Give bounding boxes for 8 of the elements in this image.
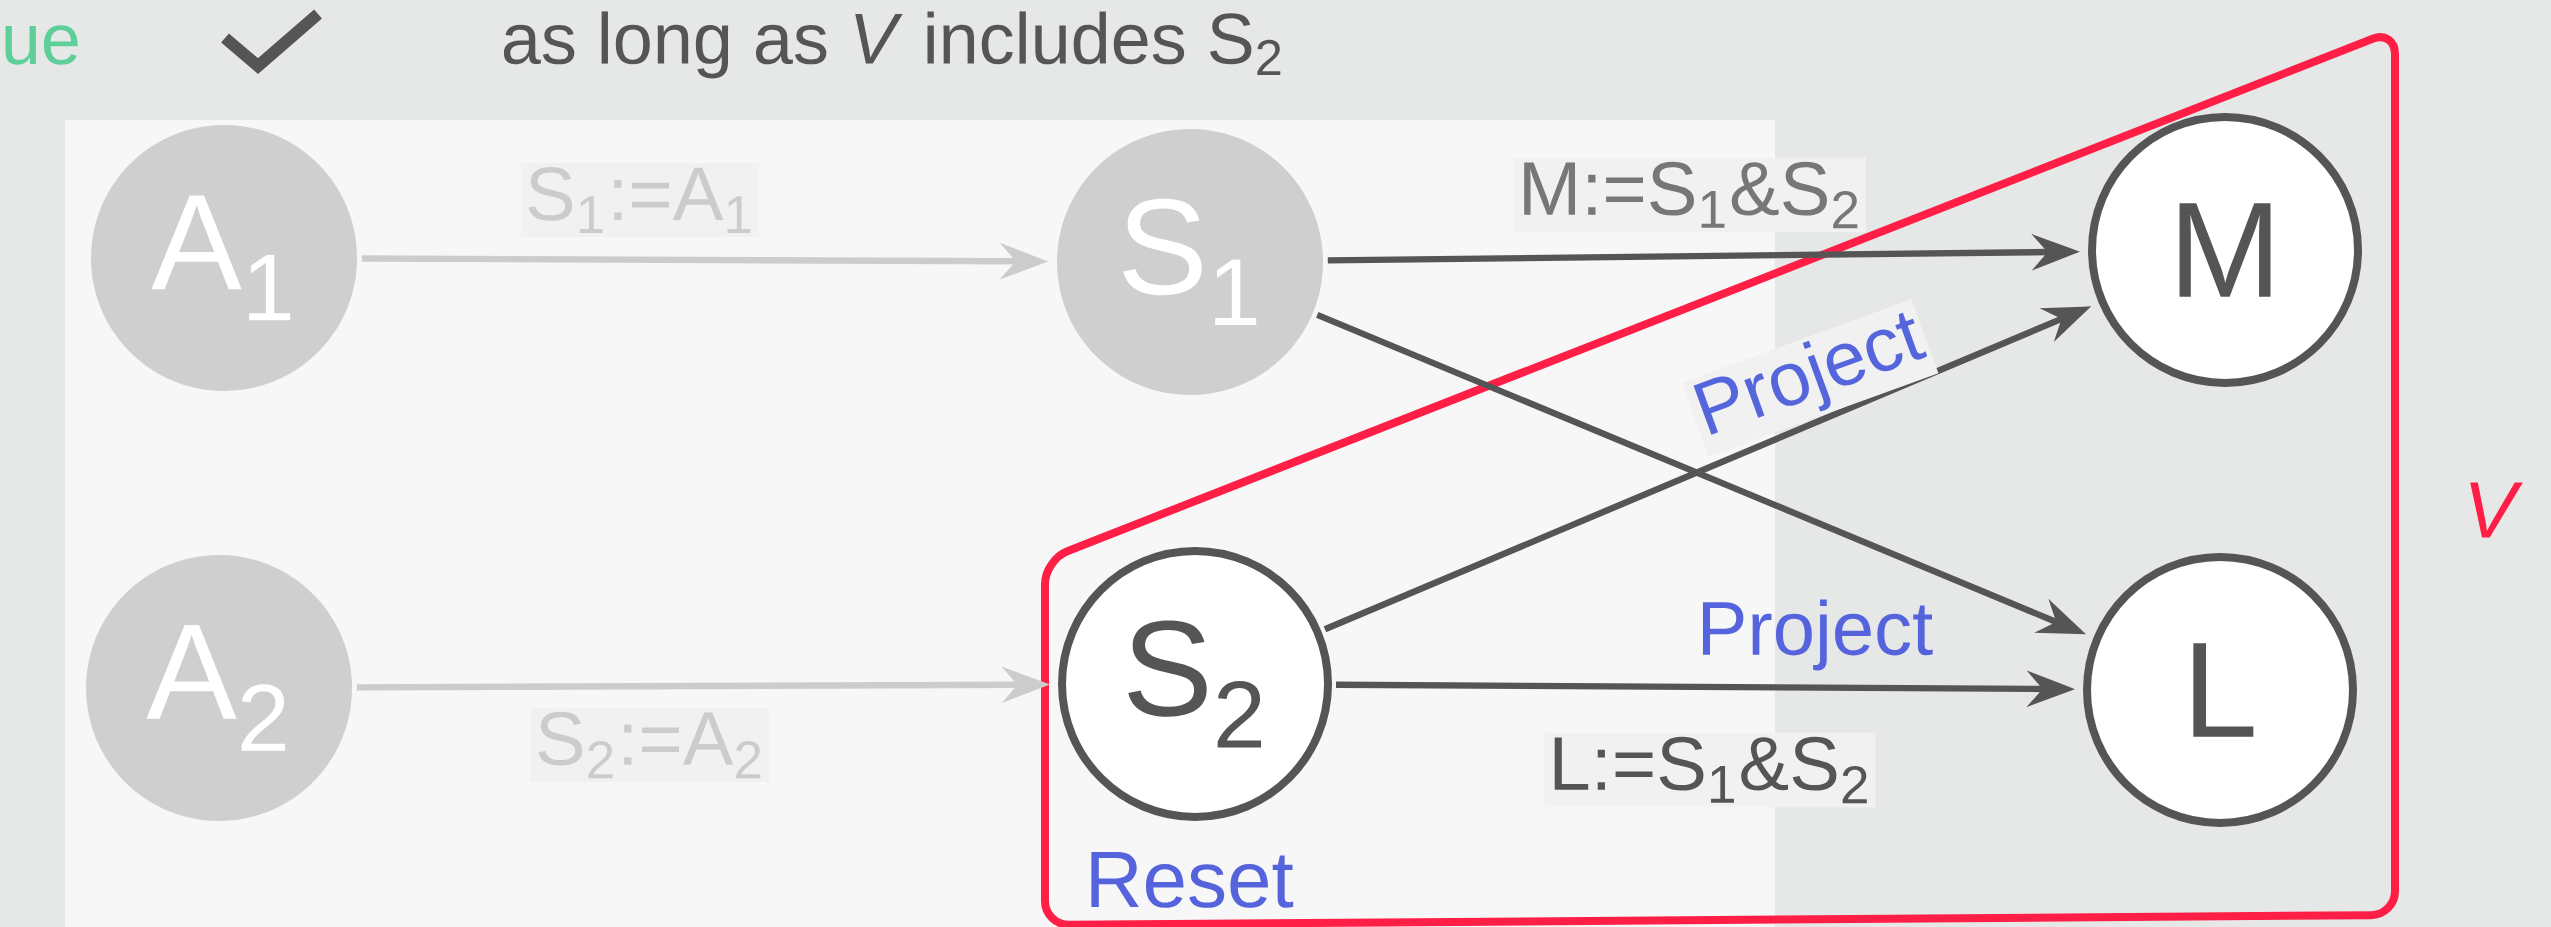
edge-label: M:=S$_{1}$&S$_{2}$ [1514,157,1867,233]
title-text: as long as V includes S$_{2}$ [503,11,1281,79]
edge-label: Project [1681,299,1939,457]
annotation-text: Project [1702,599,1933,671]
region-name: V [2470,482,2523,538]
edge-label: L:=S$_{1}$&S$_{2}$ [1544,732,1876,808]
region-label: Reset [1091,852,1294,908]
title-text: ue [5,25,78,65]
